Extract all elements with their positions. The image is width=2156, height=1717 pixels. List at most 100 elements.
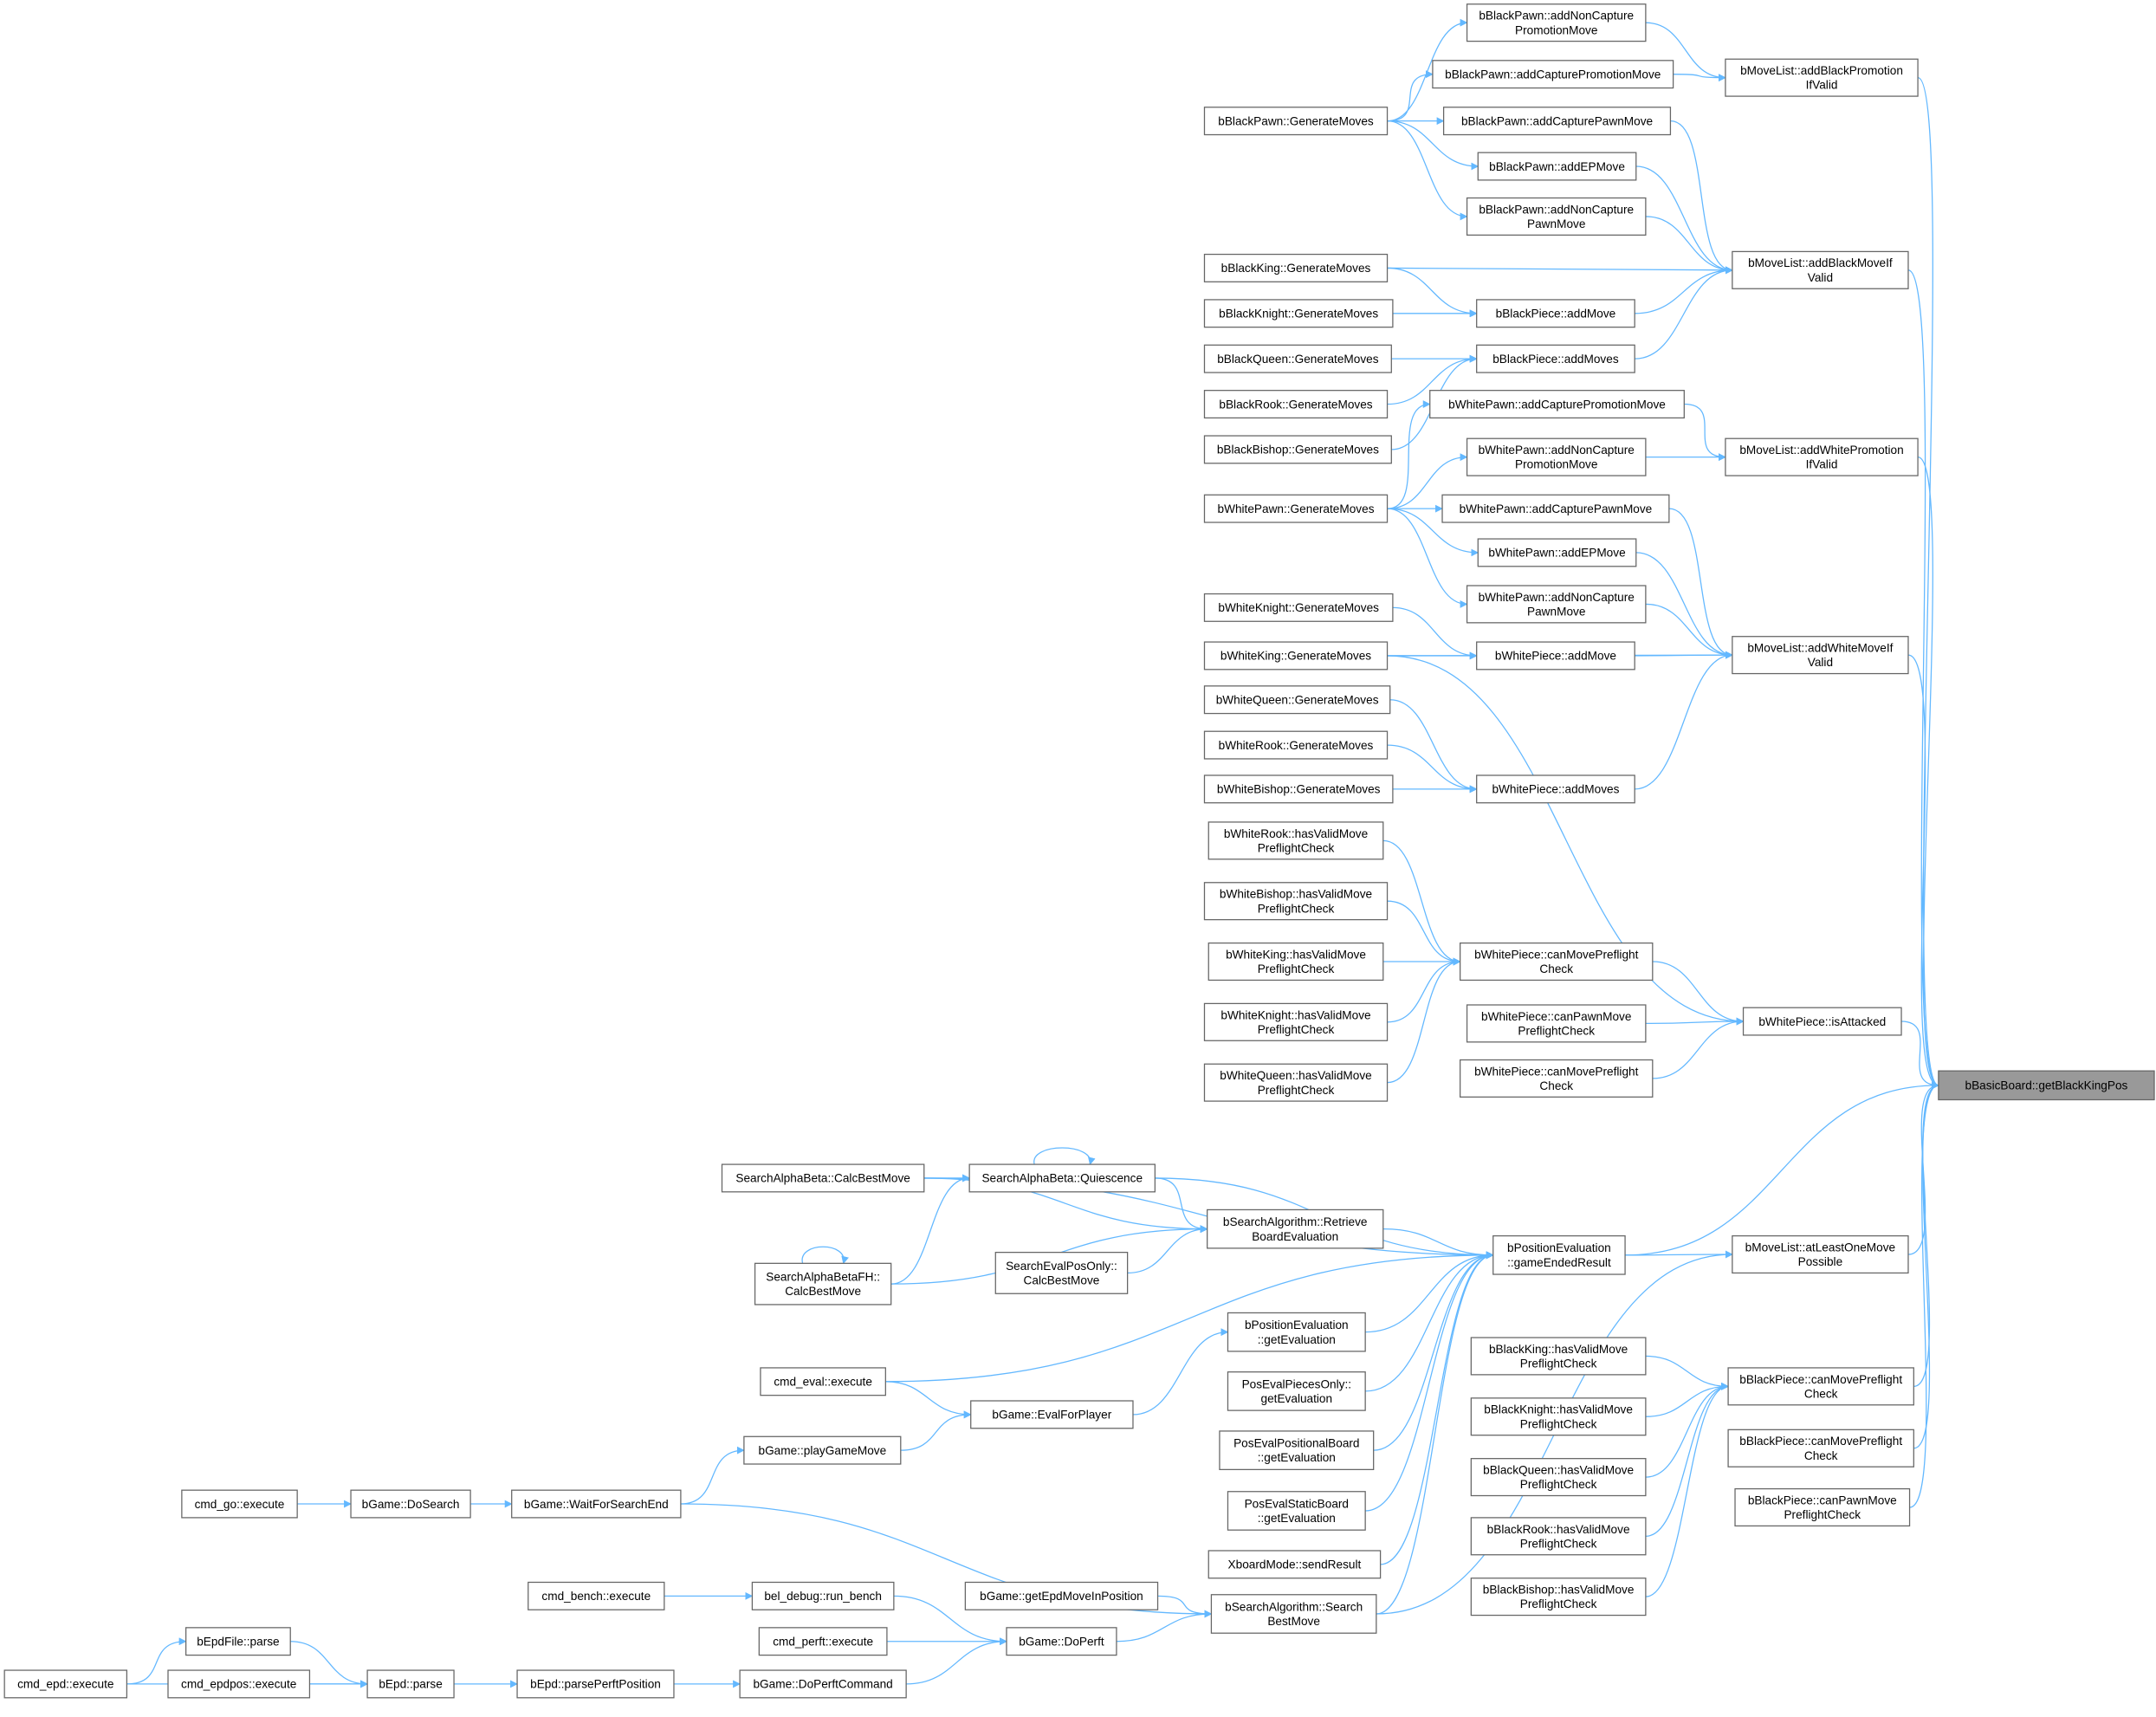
edge-bknighthas-to-bpcanmove1 <box>1645 1382 1729 1417</box>
node-box <box>1476 641 1635 671</box>
node-bblackbishop-generatemoves[interactable]: bBlackBishop::GenerateMoves <box>1203 435 1392 464</box>
node-bblackpawn-addepmove[interactable]: bBlackPawn::addEPMove <box>1477 152 1637 181</box>
node-label: bBlackQueen::hasValidMove <box>1483 1464 1634 1477</box>
node-bblackpawn-addcapturepawnmove[interactable]: bBlackPawn::addCapturePawnMove <box>1442 107 1672 136</box>
node-bblackqueen-generatemoves[interactable]: bBlackQueen::GenerateMoves <box>1203 344 1392 373</box>
node-bwhiterook-generatemoves[interactable]: bWhiteRook::GenerateMoves <box>1203 730 1389 760</box>
focus-node-bbasicboard-getblackkingpos[interactable]: bBasicBoard::getBlackKingPos <box>1938 1070 2155 1101</box>
node-box <box>1203 253 1389 282</box>
node-bwhiteknight-generatemoves[interactable]: bWhiteKnight::GenerateMoves <box>1203 593 1394 622</box>
node-posevalpositionalboard-getevaluation[interactable]: PosEvalPositionalBoard::getEvaluation <box>1219 1430 1375 1470</box>
node-cmd-eval-execute[interactable]: cmd_eval::execute <box>760 1367 886 1396</box>
node-bepd-parse[interactable]: bEpd::parse <box>366 1669 455 1699</box>
node-label: bBlackBishop::hasValidMove <box>1483 1584 1635 1597</box>
node-cmd-bench-execute[interactable]: cmd_bench::execute <box>528 1581 665 1610</box>
node-bwhitepiece-isattacked[interactable]: bWhitePiece::isAttacked <box>1742 1007 1902 1036</box>
node-bpositionevaluation-getevaluation[interactable]: bPositionEvaluation::getEvaluation <box>1227 1312 1366 1352</box>
node-posevalpiecesonly-getevaluation[interactable]: PosEvalPiecesOnly::getEvaluation <box>1227 1371 1366 1411</box>
node-searchevalposonly-calcbestmove[interactable]: SearchEvalPosOnly::CalcBestMove <box>994 1252 1129 1294</box>
node-bgame-waitforsearchend[interactable]: bGame::WaitForSearchEnd <box>511 1489 682 1519</box>
node-box <box>739 1669 907 1699</box>
node-bgame-playgamemove[interactable]: bGame::playGameMove <box>743 1435 902 1465</box>
node-label: bSearchAlgorithm::Retrieve <box>1223 1215 1368 1228</box>
node-bgame-dosearch[interactable]: bGame::DoSearch <box>350 1489 471 1519</box>
node-bwhitepiece-addmove[interactable]: bWhitePiece::addMove <box>1476 641 1635 671</box>
node-cmd-epd-execute[interactable]: cmd_epd::execute <box>3 1669 128 1699</box>
node-cmd-perft-execute[interactable]: cmd_perft::execute <box>758 1627 888 1656</box>
node-bblackpiece-addmoves[interactable]: bBlackPiece::addMoves <box>1476 344 1635 373</box>
node-label: bBlackPiece::addMoves <box>1492 353 1619 366</box>
node-bpositionevaluation-gameendedresult[interactable]: bPositionEvaluation::gameEndedResult <box>1492 1234 1626 1275</box>
node-bblackpiece-addmove[interactable]: bBlackPiece::addMove <box>1476 299 1635 328</box>
node-box <box>758 1627 888 1656</box>
node-box <box>1466 1004 1647 1043</box>
edge-wpcanpawn-to-isattacked <box>1645 1017 1745 1026</box>
node-bwhitepawn-addepmove[interactable]: bWhitePawn::addEPMove <box>1477 538 1637 567</box>
node-bgame-evalforplayer[interactable]: bGame::EvalForPlayer <box>970 1400 1134 1429</box>
node-label: bBlackPiece::addMove <box>1496 308 1616 321</box>
node-bblackpawn-generatemoves[interactable]: bBlackPawn::GenerateMoves <box>1203 107 1389 136</box>
node-box <box>516 1669 675 1699</box>
node-bwhitepawn-addcapturepromotionmove[interactable]: bWhitePawn::addCapturePromotionMove <box>1429 390 1685 419</box>
node-bwhitepawn-addcapturepawnmove[interactable]: bWhitePawn::addCapturePawnMove <box>1441 494 1670 523</box>
node-bwhitebishop-generatemoves[interactable]: bWhiteBishop::GenerateMoves <box>1203 774 1394 804</box>
node-cmd-go-execute[interactable]: cmd_go::execute <box>181 1489 298 1519</box>
node-posevalstaticboard-getevaluation[interactable]: PosEvalStaticBoard::getEvaluation <box>1227 1491 1366 1531</box>
edge-sepocalc-to-retrieve <box>1127 1225 1208 1274</box>
node-bepd-parseperftposition[interactable]: bEpd::parsePerftPosition <box>516 1669 675 1699</box>
node-bblackking-generatemoves[interactable]: bBlackKing::GenerateMoves <box>1203 253 1389 282</box>
node-label: PosEvalStaticBoard <box>1245 1497 1349 1510</box>
node-searchalphabeta-quiescence[interactable]: SearchAlphaBeta::Quiescence <box>968 1163 1156 1193</box>
node-box <box>1476 344 1635 373</box>
node-bblackpawn-addcapturepromotionmove[interactable]: bBlackPawn::addCapturePromotionMove <box>1432 60 1674 89</box>
node-bblackrook-generatemoves[interactable]: bBlackRook::GenerateMoves <box>1203 390 1389 419</box>
node-bgame-doperft[interactable]: bGame::DoPerft <box>1006 1627 1117 1656</box>
node-bblackknight-generatemoves[interactable]: bBlackKnight::GenerateMoves <box>1203 299 1394 328</box>
node-bwhitepiece-addmoves[interactable]: bWhitePiece::addMoves <box>1476 774 1635 804</box>
node-bwhitepawn-generatemoves[interactable]: bWhitePawn::GenerateMoves <box>1203 494 1389 523</box>
node-bepdfile-parse[interactable]: bEpdFile::parse <box>185 1627 291 1656</box>
node-bsearchalgorithm-retrieveboardevaluation[interactable]: bSearchAlgorithm::RetrieveBoardEvaluatio… <box>1207 1208 1384 1249</box>
node-bel-debug-run-bench[interactable]: bel_debug::run_bench <box>751 1581 895 1610</box>
node-label: ::getEvaluation <box>1258 1333 1336 1346</box>
node-box <box>1441 494 1670 523</box>
node-bgame-getepdmoveinposition[interactable]: bGame::getEpdMoveInPosition <box>964 1581 1159 1610</box>
node-bwhitequeen-generatemoves[interactable]: bWhiteQueen::GenerateMoves <box>1203 685 1391 715</box>
node-searchalphabeta-calcbestmove[interactable]: SearchAlphaBeta::CalcBestMove <box>721 1163 925 1193</box>
node-xboardmode-sendresult[interactable]: XboardMode::sendResult <box>1207 1550 1382 1579</box>
node-label: bGame::playGameMove <box>759 1444 887 1457</box>
node-cmd-epdpos-execute[interactable]: cmd_epdpos::execute <box>167 1669 311 1699</box>
node-bgame-doperftcommand[interactable]: bGame::DoPerftCommand <box>739 1669 907 1699</box>
node-bwhiteking-generatemoves[interactable]: bWhiteKing::GenerateMoves <box>1203 641 1389 671</box>
node-box <box>1476 774 1635 804</box>
node-searchalphabetafh-calcbestmove[interactable]: SearchAlphaBetaFH::CalcBestMove <box>754 1262 892 1306</box>
node-box <box>743 1435 902 1465</box>
node-box <box>1207 942 1384 982</box>
